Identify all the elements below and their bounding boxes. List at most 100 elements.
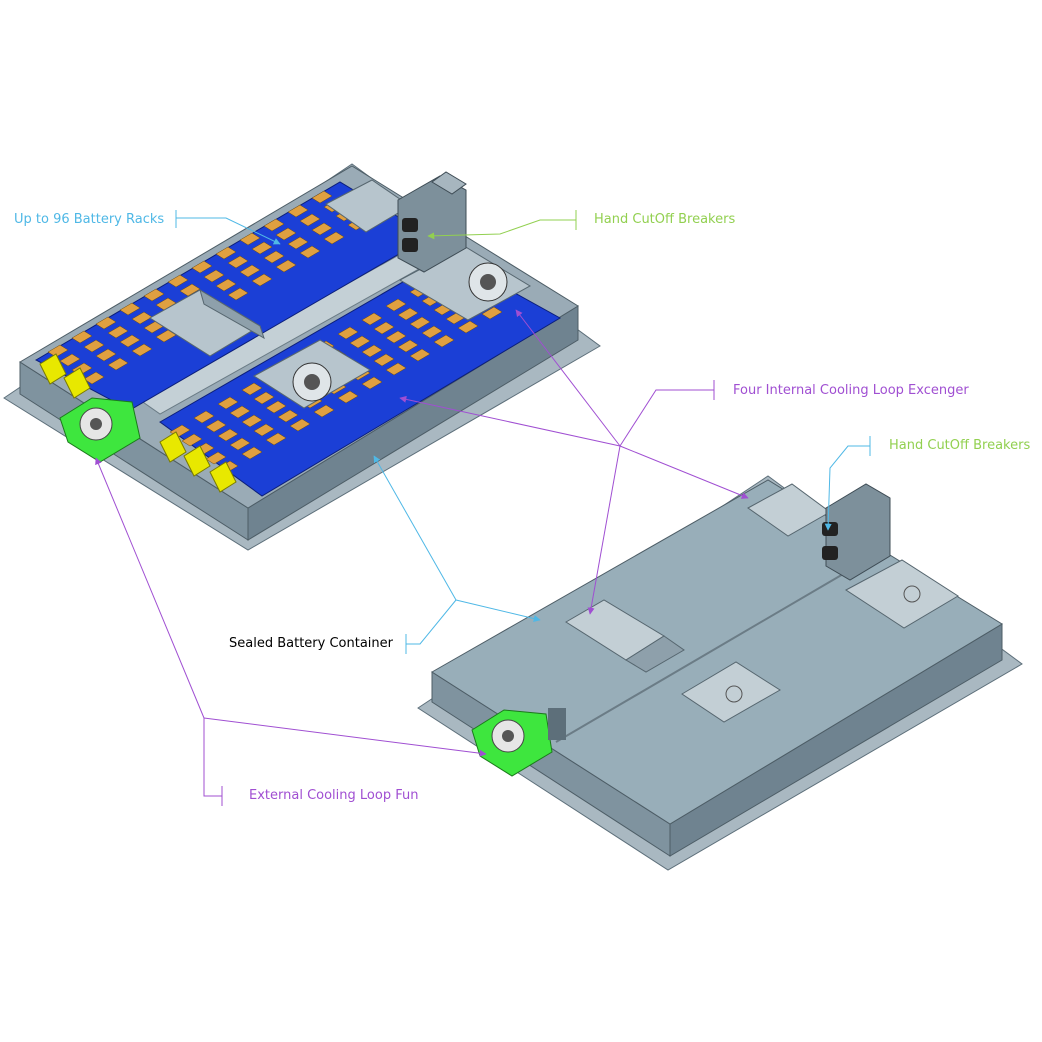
battery-cell <box>275 259 297 273</box>
battery-cell <box>361 344 383 358</box>
battery-cell <box>95 316 117 330</box>
label-sealed-container: Sealed Battery Container <box>229 636 393 651</box>
breaker-switch <box>822 522 838 536</box>
exchanger-fan-hub <box>304 374 320 390</box>
battery-cell <box>229 437 251 451</box>
battery-cell <box>397 339 419 353</box>
open-battery-container <box>3 163 601 551</box>
battery-cell <box>337 390 359 404</box>
battery-cell <box>241 414 263 428</box>
battery-cell <box>299 213 321 227</box>
battery-cell <box>71 330 93 344</box>
battery-cell <box>203 269 225 283</box>
battery-cell <box>263 250 285 264</box>
battery-cell <box>143 288 165 302</box>
yellow-module <box>39 353 67 385</box>
battery-cell <box>409 348 431 362</box>
battery-cell <box>361 312 383 326</box>
battery-cell <box>311 222 333 236</box>
external-fan-hub <box>502 730 514 742</box>
lid-hatch <box>845 559 959 629</box>
battery-cell <box>241 446 263 460</box>
battery-cell <box>181 433 203 447</box>
label-cutoff-breakers-right: Hand CutOff Breakers <box>889 438 1031 453</box>
battery-cell <box>265 432 287 446</box>
battery-cell <box>433 334 455 348</box>
battery-cell <box>215 278 237 292</box>
breaker-tower <box>825 483 891 581</box>
exchanger-fan-hub <box>480 274 496 290</box>
battery-cell <box>373 321 395 335</box>
lid-seam <box>555 569 851 743</box>
battery-cell <box>229 405 251 419</box>
battery-cell <box>385 298 407 312</box>
battery-cell <box>239 264 261 278</box>
battery-cell <box>205 419 227 433</box>
battery-cell <box>251 273 273 287</box>
label-battery-racks: Up to 96 Battery Racks <box>14 212 165 227</box>
battery-cell <box>289 418 311 432</box>
callout-cutoff-top <box>427 210 577 240</box>
battery-cell <box>83 371 105 385</box>
battery-cell <box>95 348 117 362</box>
battery-cell <box>313 404 335 418</box>
label-cooling-exchanger: Four Internal Cooling Loop Excenger <box>733 383 969 398</box>
breaker-switch <box>822 546 838 560</box>
lid-hatch <box>625 635 685 673</box>
external-fan-hub <box>90 418 102 430</box>
battery-cell <box>385 330 407 344</box>
breaker-switch <box>402 238 418 252</box>
battery-cell <box>251 241 273 255</box>
battery-cell <box>253 423 275 437</box>
battery-cell <box>361 376 383 390</box>
battery-cell <box>131 343 153 357</box>
callout-battery-racks <box>175 210 281 245</box>
exchanger-housing <box>199 288 265 340</box>
battery-cell <box>265 400 287 414</box>
battery-cell <box>287 236 309 250</box>
battery-cell <box>275 227 297 241</box>
battery-cell <box>263 218 285 232</box>
label-cutoff-breakers-top: Hand CutOff Breakers <box>594 212 736 227</box>
callout-sealed-container <box>373 455 541 654</box>
battery-cell <box>217 396 239 410</box>
hatch-fan-icon <box>725 685 743 703</box>
battery-cell <box>349 335 371 349</box>
yellow-module <box>159 431 187 463</box>
battery-cell <box>397 307 419 321</box>
battery-cell <box>241 382 263 396</box>
battery-cell <box>59 353 81 367</box>
battery-cell <box>287 204 309 218</box>
battery-cell <box>217 428 239 442</box>
battery-cell <box>239 232 261 246</box>
battery-cell <box>83 339 105 353</box>
battery-cell <box>311 190 333 204</box>
battery-cell <box>179 283 201 297</box>
yellow-module <box>183 445 211 477</box>
battery-cell <box>409 316 431 330</box>
battery-cell <box>193 410 215 424</box>
battery-cell <box>205 451 227 465</box>
battery-cell <box>119 334 141 348</box>
lid-hatch <box>681 661 781 723</box>
battery-cell <box>167 274 189 288</box>
breaker-tower-top <box>431 171 467 195</box>
battery-cell <box>119 302 141 316</box>
battery-cell <box>215 246 237 260</box>
label-external-fan: External Cooling Loop Fun <box>249 788 419 803</box>
battery-cell <box>107 357 129 371</box>
sealed-battery-container <box>417 475 1023 871</box>
battery-cell <box>191 260 213 274</box>
battery-cell <box>385 362 407 376</box>
battery-cell <box>299 245 321 259</box>
yellow-module <box>209 461 237 493</box>
battery-cell <box>481 306 503 320</box>
battery-cell <box>421 325 443 339</box>
callout-external-fan <box>95 457 487 806</box>
breaker-switch <box>402 218 418 232</box>
fan-mount <box>548 708 566 740</box>
battery-cell <box>337 326 359 340</box>
battery-cell <box>323 231 345 245</box>
battery-cell <box>457 320 479 334</box>
